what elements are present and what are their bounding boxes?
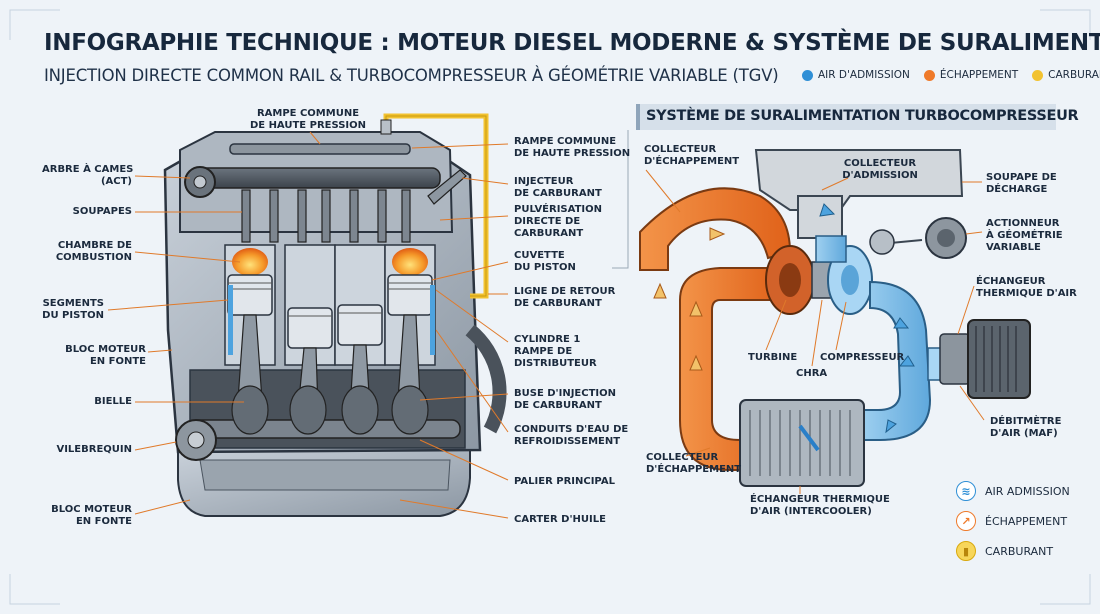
air-color-swatch: [802, 69, 813, 81]
label-vgt-actuator: ACTIONNEUR À GÉOMÉTRIE VARIABLE: [986, 218, 1063, 253]
label-camshaft: ARBRE À CAMES (ACT): [42, 164, 134, 187]
label-intercooler: ÉCHANGEUR THERMIQUE D'AIR (INTERCOOLER): [750, 494, 890, 517]
bottom-legend-air: ≋ AIR ADMISSION: [956, 476, 1070, 506]
exhaust-color-swatch: [923, 69, 935, 81]
legend-label: CARBURANT: [985, 544, 1054, 558]
label-common-rail: RAMPE COMMUNE DE HAUTE PRESSION: [514, 136, 631, 159]
page-subtitle: INJECTION DIRECTE COMMON RAIL & TURBOCOM…: [44, 66, 779, 85]
bottom-legend-exhaust: ↗ ÉCHAPPEMENT: [956, 506, 1070, 536]
bottom-legend: ≋ AIR ADMISSION ↗ ÉCHAPPEMENT ▮ CARBURAN…: [956, 476, 1070, 566]
decorative-frame: [9, 9, 1091, 605]
legend-label: AIR ADMISSION: [985, 484, 1070, 498]
label-block-bottom: BLOC MOTEUR EN FONTE: [51, 504, 132, 527]
label-main-bearing: PALIER PRINCIPAL: [514, 476, 615, 487]
label-valves: SOUPAPES: [72, 206, 132, 217]
label-piston-bowl: CUVETTE DU PISTON: [514, 250, 576, 273]
label-block-top: BLOC MOTEUR EN FONTE: [65, 344, 146, 367]
label-exhaust-manifold-bottom: COLLECTEUR D'ÉCHAPPEMENT: [646, 452, 742, 475]
legend-label: CARBURANT: [1048, 69, 1100, 81]
label-combustion-chamber: CHAMBRE DE COMBUSTION: [55, 240, 132, 263]
label-injection-nozzle: BUSE D'INJECTION DE CARBURANT: [514, 388, 617, 411]
fuel-color-swatch: [1032, 69, 1044, 81]
label-oil-pan: CARTER D'HUILE: [514, 514, 606, 525]
leader-lines-left: [107, 175, 244, 515]
label-connecting-rod: BIELLE: [94, 396, 132, 407]
leader-lines-turbo: [645, 169, 985, 494]
label-coolant-passages: CONDUITS D'EAU DE REFROIDISSEMENT: [514, 424, 629, 447]
label-wastegate: SOUPAPE DE DÉCHARGE: [986, 172, 1057, 195]
legend-item-exhaust: ÉCHAPPEMENT: [923, 69, 1019, 81]
label-compressor: COMPRESSEUR: [820, 352, 905, 363]
legend-label: ÉCHAPPEMENT: [939, 69, 1019, 81]
bottom-legend-fuel: ▮ CARBURANT: [956, 536, 1070, 566]
legend-item-air: AIR D'ADMISSION: [802, 69, 910, 81]
label-chra: CHRA: [796, 368, 828, 379]
turbo-panel-title: SYSTÈME DE SURALIMENTATION TURBOCOMPRESS…: [636, 104, 1079, 130]
label-cylinder-1: CYLINDRE 1 RAMPE DE DISTRIBUTEUR: [514, 334, 597, 369]
legend-item-fuel: CARBURANT: [1032, 69, 1100, 81]
label-piston-rings: SEGMENTS DU PISTON: [42, 298, 104, 321]
exhaust-icon: ↗: [956, 511, 976, 531]
label-direct-spray: PULVÉRISATION DIRECTE DE CARBURANT: [514, 204, 603, 239]
page-title: INFOGRAPHIE TECHNIQUE : MOTEUR DIESEL MO…: [44, 30, 1100, 56]
label-rail-top: RAMPE COMMUNE DE HAUTE PRESSION: [249, 108, 367, 131]
air-icon: ≋: [956, 481, 976, 501]
label-exhaust-manifold: COLLECTEUR D'ÉCHAPPEMENT: [644, 144, 740, 167]
label-intake-manifold: COLLECTEUR D'ADMISSION: [842, 158, 918, 181]
turbo-system: [612, 130, 1031, 487]
label-turbine: TURBINE: [748, 352, 798, 363]
leader-lines-right: [309, 131, 509, 519]
label-air-heat-exchanger: ÉCHANGEUR THERMIQUE D'AIR: [976, 276, 1077, 299]
label-maf: DÉBITMÈTRE D'AIR (MAF): [990, 416, 1062, 439]
legend-label: ÉCHAPPEMENT: [985, 514, 1068, 528]
label-return-line: LIGNE DE RETOUR DE CARBURANT: [514, 286, 616, 309]
top-legend: AIR D'ADMISSION ÉCHAPPEMENT CARBURANT: [802, 69, 1100, 81]
engine-cutaway: [163, 113, 507, 517]
legend-label: AIR D'ADMISSION: [818, 69, 910, 81]
label-fuel-injector: INJECTEUR DE CARBURANT: [514, 176, 602, 199]
fuel-icon: ▮: [956, 541, 976, 561]
label-crankshaft: VILEBREQUIN: [56, 444, 132, 455]
